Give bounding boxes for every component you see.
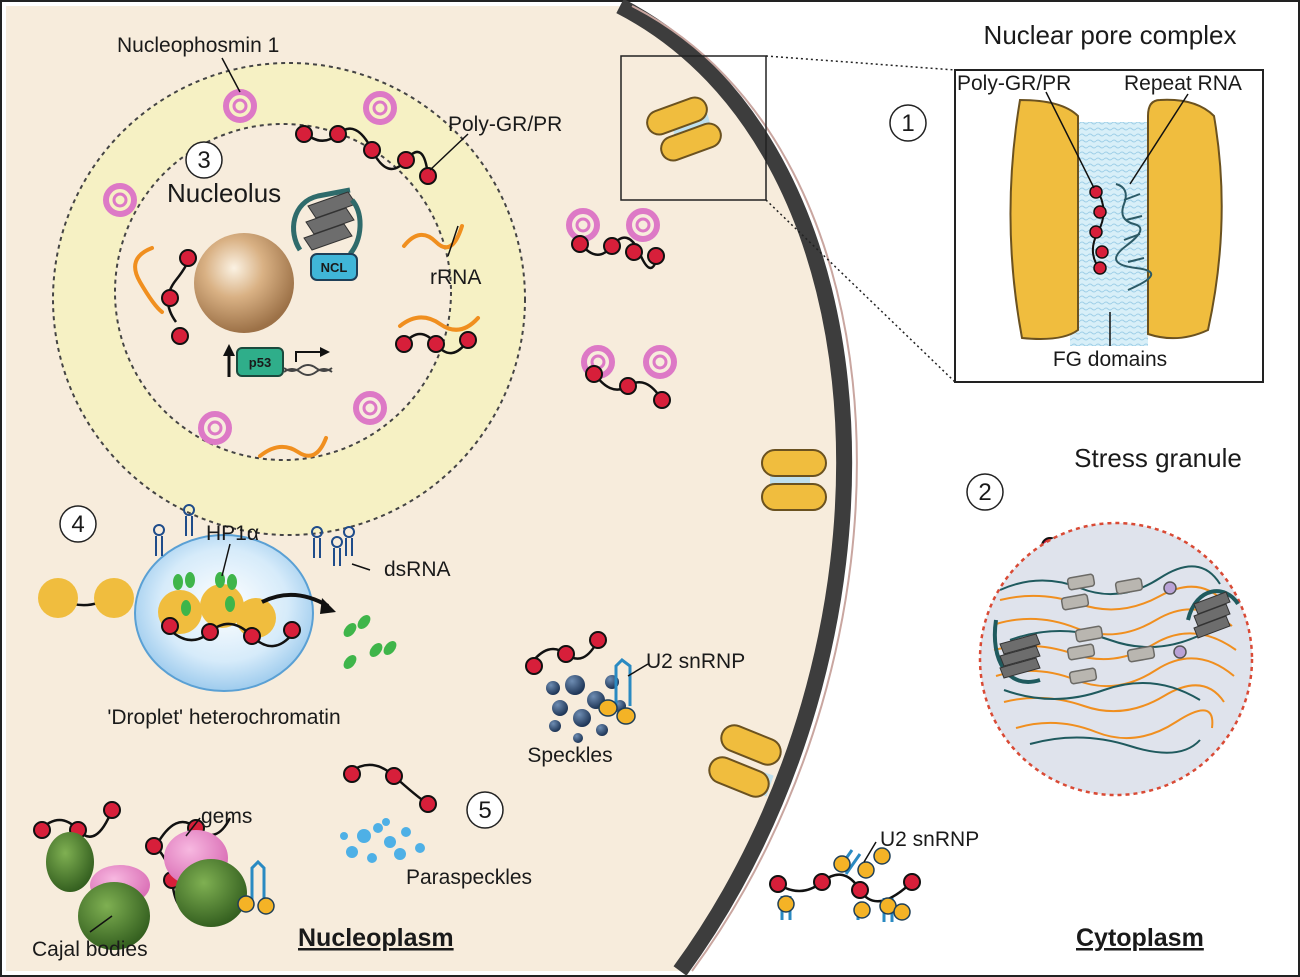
label-fg-domains: FG domains: [1053, 348, 1167, 371]
label-p53: p53: [249, 355, 271, 370]
rrna-strands: [133, 224, 480, 458]
label-u2-nuclear: U2 snRNP: [646, 650, 745, 673]
svg-text:5: 5: [478, 797, 491, 824]
stress-granule: [978, 521, 1254, 797]
hp1a-pointer: [221, 543, 231, 577]
npc-subunit-left: [1009, 98, 1079, 340]
zoom-line-top: [765, 55, 956, 71]
nuclear-pore-middle: [761, 449, 827, 511]
svg-text:2: 2: [978, 479, 991, 506]
u2-nuclear-pointer: [627, 663, 649, 677]
stress-granule-ncl-right: [1186, 589, 1240, 639]
npc-repeat-rna: [1115, 183, 1152, 291]
polygr-pointer: [429, 133, 469, 171]
label-u2-cyto: U2 snRNP: [880, 828, 979, 851]
gems-pointer: [185, 817, 201, 837]
cajal-pointer: [89, 915, 113, 933]
label-rrna: rRNA: [430, 266, 481, 289]
ncl-protein: [291, 187, 363, 281]
u2-cyto-pointer: [863, 841, 877, 863]
dipeptide-beads: [33, 125, 1171, 899]
nuclear-envelope: [616, 0, 853, 976]
label-ncl: NCL: [321, 260, 348, 275]
label-npc-repeat-rna: Repeat RNA: [1124, 72, 1242, 95]
svg-text:4: 4: [71, 511, 84, 538]
label-hp1a: HP1α: [206, 522, 259, 545]
step-3: 3: [185, 141, 223, 179]
stress-granule-ncl-left: [992, 619, 1041, 684]
cajal-bodies: [46, 830, 247, 950]
svg-text:1: 1: [901, 110, 914, 137]
label-stress-granule: Stress granule: [1074, 443, 1242, 473]
u2-snrnp-nuclear: [598, 658, 636, 725]
label-dsrna: dsRNA: [384, 558, 451, 581]
npc-polygr-pointer: [1045, 91, 1095, 189]
rrna-pointer: [447, 225, 459, 257]
nucleophosmin-pointer: [221, 57, 241, 93]
label-cajal: Cajal bodies: [32, 938, 148, 961]
step-4: 4: [59, 505, 97, 543]
label-gems: gems: [201, 805, 252, 828]
svg-text:3: 3: [197, 147, 210, 174]
label-polygr-nucleolus: Poly-GR/PR: [448, 113, 562, 136]
step-5: 5: [466, 791, 504, 829]
label-droplet: 'Droplet' heterochromatin: [107, 706, 340, 729]
released-hp1a: [343, 615, 397, 669]
dsrna-pointer: [351, 563, 371, 571]
label-paraspeckles: Paraspeckles: [406, 866, 532, 889]
pore-zoom-box: [620, 55, 767, 201]
nuclear-pore-top: [646, 96, 722, 162]
npc-repeat-pointer: [1129, 93, 1189, 185]
step-2: 2: [966, 473, 1004, 511]
zoom-line-bottom: [765, 199, 956, 383]
label-cytoplasm: Cytoplasm: [1076, 924, 1204, 952]
label-npc-title: Nuclear pore complex: [984, 20, 1237, 50]
npc-poly-gr: [1089, 185, 1109, 275]
fg-domains: [1070, 122, 1148, 346]
droplet-heterochromatin: [38, 534, 336, 692]
nucleolus-core: [194, 233, 294, 333]
label-npc-polygr: Poly-GR/PR: [957, 72, 1071, 95]
label-nucleophosmin: Nucleophosmin 1: [117, 34, 279, 57]
label-speckles: Speckles: [527, 744, 612, 767]
u2-snrnp-cytoplasm: [777, 847, 911, 922]
dsrna-hairpins: [153, 504, 355, 566]
label-nucleolus: Nucleolus: [167, 178, 281, 208]
label-nucleoplasm: Nucleoplasm: [298, 924, 454, 952]
paraspeckles: [340, 818, 425, 863]
npc-subunit-right: [1147, 98, 1223, 340]
u2-snrnp-cajal: [237, 859, 275, 915]
nuclear-pore-bottom: [708, 724, 782, 798]
nuclear-envelope-edge: [631, 5, 858, 972]
p53-activation: [223, 344, 333, 377]
step-1: 1: [889, 104, 927, 142]
